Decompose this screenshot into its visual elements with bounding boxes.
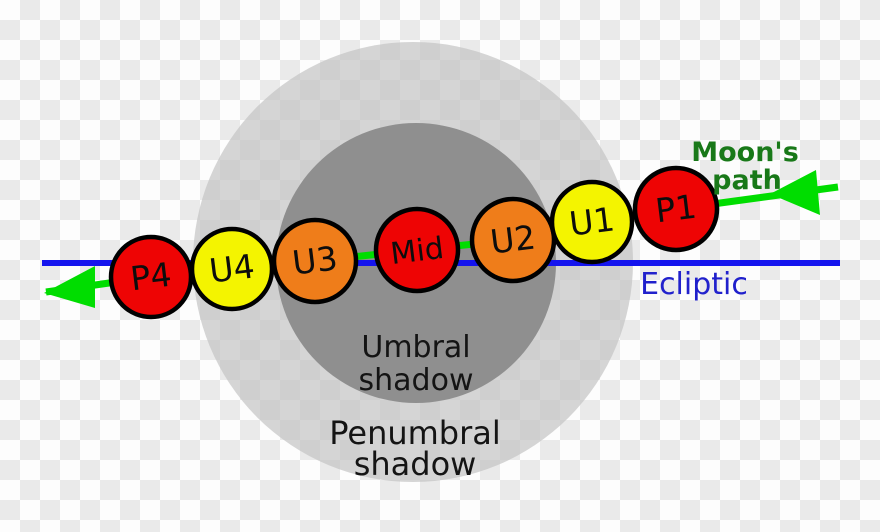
moons-path-arrow-left-icon bbox=[44, 266, 95, 308]
moons-path-label-line1: Moon's bbox=[691, 137, 799, 168]
penumbral-shadow-label-line1: Penumbral bbox=[329, 414, 501, 452]
contact-label-u4: U4 bbox=[207, 246, 257, 290]
umbral-shadow-label-line2: shadow bbox=[359, 363, 474, 398]
contact-circle-u1: U1 bbox=[549, 179, 635, 265]
contact-circle-mid: Mid bbox=[373, 206, 461, 294]
contact-circle-p4: P4 bbox=[108, 234, 194, 320]
moons-path-label-line2: path bbox=[712, 165, 782, 196]
contact-label-p1: P1 bbox=[653, 187, 698, 231]
contact-circle-u3: U3 bbox=[271, 217, 359, 305]
contact-label-mid: Mid bbox=[389, 231, 446, 272]
contact-circle-u2: U2 bbox=[469, 196, 557, 284]
ecliptic-label: Ecliptic bbox=[640, 267, 748, 302]
contact-label-u3: U3 bbox=[290, 238, 340, 282]
contact-label-u2: U2 bbox=[488, 217, 538, 261]
contact-circle-p1: P1 bbox=[632, 165, 720, 253]
contact-label-p4: P4 bbox=[128, 255, 173, 299]
contact-label-u1: U1 bbox=[567, 199, 617, 243]
umbral-shadow-label-line1: Umbral bbox=[361, 330, 470, 365]
contact-circle-u4: U4 bbox=[189, 226, 275, 312]
moons-path-arrow-right-icon bbox=[770, 170, 820, 215]
penumbral-shadow-label-line2: shadow bbox=[354, 445, 477, 483]
